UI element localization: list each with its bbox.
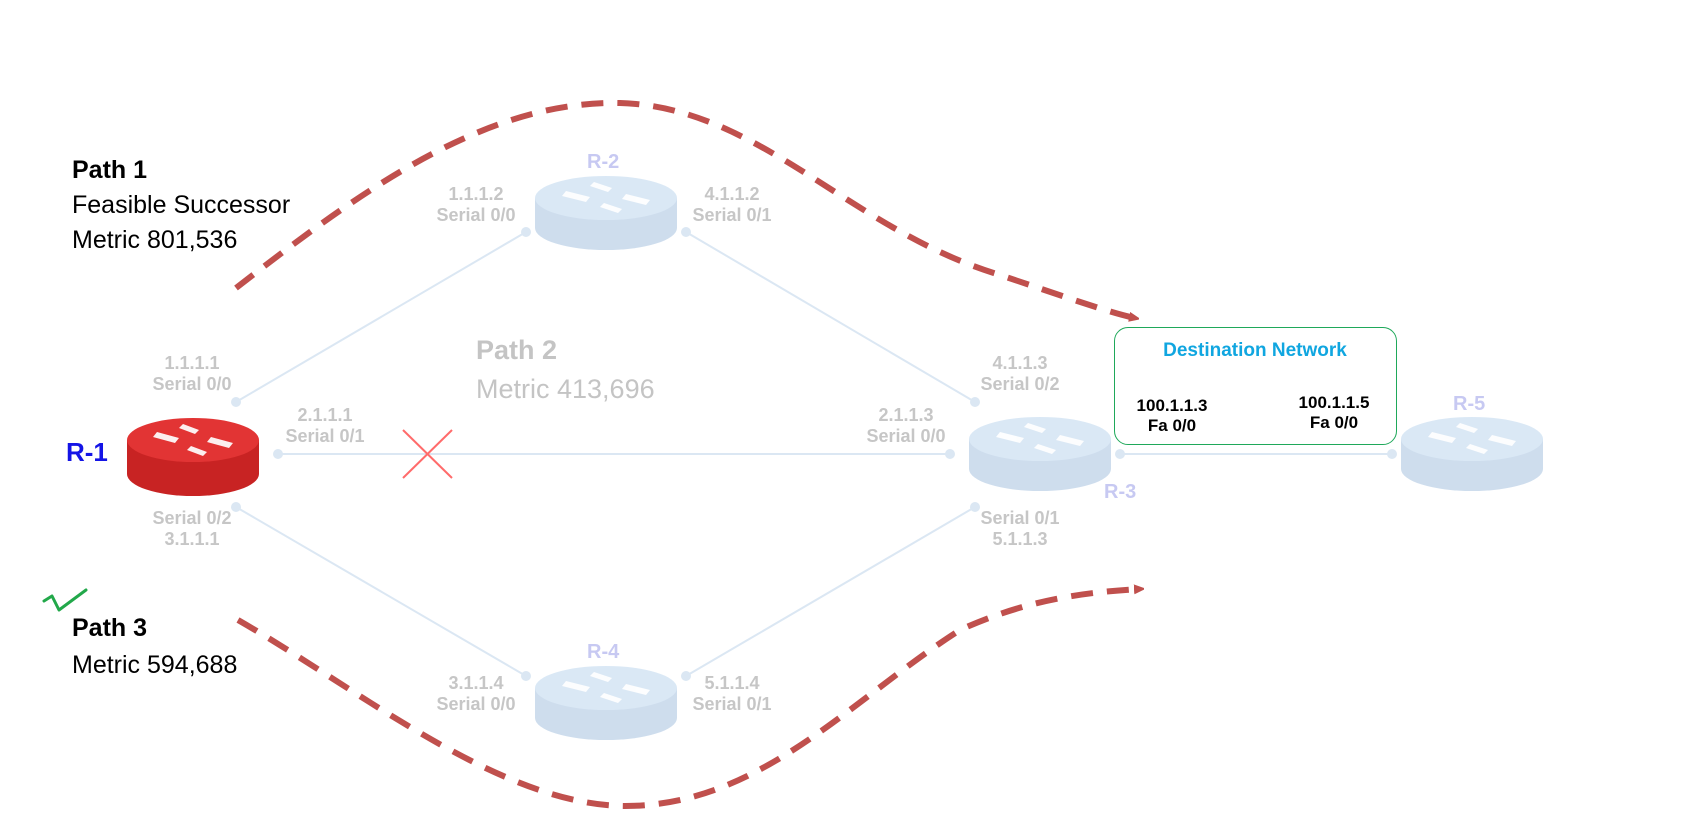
- path1-title: Path 1: [72, 156, 148, 184]
- path2-annotation: Path 2 Metric 413,696: [476, 335, 655, 405]
- router-label-r5: R-5: [1453, 393, 1486, 415]
- interface-name: Serial 0/0: [436, 204, 516, 225]
- interface-dot: [1115, 449, 1125, 459]
- router-icon-r1: [127, 418, 259, 496]
- interface-ip: 1.1.1.1: [164, 353, 220, 373]
- interface-dot: [521, 227, 531, 237]
- interface-name: Serial 0/1: [692, 204, 772, 225]
- link-r2-r3: [685, 231, 976, 403]
- interface-ip: 3.1.1.4: [448, 673, 504, 693]
- interface-name: Fa 0/0: [1309, 412, 1359, 432]
- interface-label-r2-s00: 1.1.1.2 Serial 0/0: [428, 184, 524, 225]
- path3-title: Path 3: [72, 614, 148, 642]
- destination-interface-r3: 100.1.1.3 Fa 0/0: [1122, 396, 1222, 435]
- interface-ip: 5.1.1.4: [704, 673, 760, 693]
- destination-network-box: [1114, 327, 1397, 445]
- interface-label-r3-s00: 2.1.1.3 Serial 0/0: [858, 405, 954, 446]
- interface-dot: [970, 502, 980, 512]
- path3-metric: Metric 594,688: [72, 650, 238, 679]
- path2-title: Path 2: [476, 335, 558, 365]
- interface-name: Serial 0/0: [436, 693, 516, 714]
- router-label-r4: R-4: [587, 641, 620, 663]
- router-label-r3: R-3: [1104, 481, 1137, 503]
- interface-ip: 3.1.1.1: [164, 528, 220, 549]
- interface-label-r1-s02: Serial 0/2 3.1.1.1: [144, 508, 240, 549]
- path2-metric: Metric 413,696: [476, 374, 655, 405]
- router-icon-r3: [969, 417, 1111, 491]
- router-label-r1: R-1: [66, 437, 108, 467]
- interface-label-r3-s01: Serial 0/1 5.1.1.3: [972, 508, 1068, 549]
- interface-dot: [945, 449, 955, 459]
- interface-label-r2-s01: 4.1.1.2 Serial 0/1: [684, 184, 780, 225]
- interface-dot: [970, 397, 980, 407]
- checkmark-icon: [42, 588, 88, 612]
- path1-status: Feasible Successor: [72, 190, 291, 219]
- interface-label-r4-s00: 3.1.1.4 Serial 0/0: [428, 673, 524, 714]
- interface-name: Serial 0/2: [980, 373, 1060, 394]
- interface-name: Serial 0/2: [152, 508, 232, 528]
- interface-ip: 1.1.1.2: [448, 184, 504, 204]
- interface-dot: [521, 671, 531, 681]
- path1-dashed-curve: [234, 99, 1135, 318]
- interface-ip: 2.1.1.3: [878, 405, 934, 425]
- interface-ip: 100.1.1.3: [1136, 396, 1208, 415]
- interface-name: Serial 0/1: [285, 425, 365, 446]
- interface-name: Fa 0/0: [1147, 415, 1197, 435]
- router-icon-r2: [535, 176, 677, 250]
- interface-dot: [681, 671, 691, 681]
- link-r1-r2: [235, 231, 527, 403]
- interface-ip: 5.1.1.3: [992, 528, 1048, 549]
- interface-name: Serial 0/0: [866, 425, 946, 446]
- interface-ip: 100.1.1.5: [1298, 393, 1370, 412]
- interface-dot: [681, 227, 691, 237]
- destination-interface-r5: 100.1.1.5 Fa 0/0: [1284, 393, 1384, 432]
- path3-annotation: Path 3 Metric 594,688: [72, 614, 237, 680]
- router-icon-r5: [1401, 417, 1543, 491]
- interface-dots: [231, 227, 1397, 681]
- interface-name: Serial 0/1: [692, 693, 772, 714]
- destination-network-title: Destination Network: [1163, 340, 1347, 361]
- router-icon-r4: [535, 666, 677, 740]
- interface-label-r3-s02: 4.1.1.3 Serial 0/2: [972, 353, 1068, 394]
- interface-ip: 4.1.1.3: [992, 353, 1048, 373]
- interface-dot: [1387, 449, 1397, 459]
- link-r1-r4: [235, 506, 527, 677]
- interface-name: Serial 0/0: [152, 373, 232, 394]
- interface-label-r1-s01: 2.1.1.1 Serial 0/1: [277, 405, 373, 446]
- interface-ip: 4.1.1.2: [704, 184, 760, 204]
- interface-name: Serial 0/1: [980, 508, 1060, 528]
- interface-dot: [231, 397, 241, 407]
- path1-annotation: Path 1 Feasible Successor Metric 801,536: [72, 156, 290, 254]
- interface-dot: [273, 449, 283, 459]
- interface-ip: 2.1.1.1: [297, 405, 353, 425]
- interface-label-r1-s00: 1.1.1.1 Serial 0/0: [144, 353, 240, 394]
- router-label-r2: R-2: [587, 151, 620, 173]
- links: [235, 231, 1392, 677]
- interface-dot: [231, 502, 241, 512]
- interface-label-r4-s01: 5.1.1.4 Serial 0/1: [684, 673, 780, 714]
- link-r4-r3: [685, 506, 976, 677]
- path1-metric: Metric 801,536: [72, 225, 238, 254]
- x-mark-icon: [402, 429, 453, 479]
- path3-dashed-curve: [236, 589, 1140, 810]
